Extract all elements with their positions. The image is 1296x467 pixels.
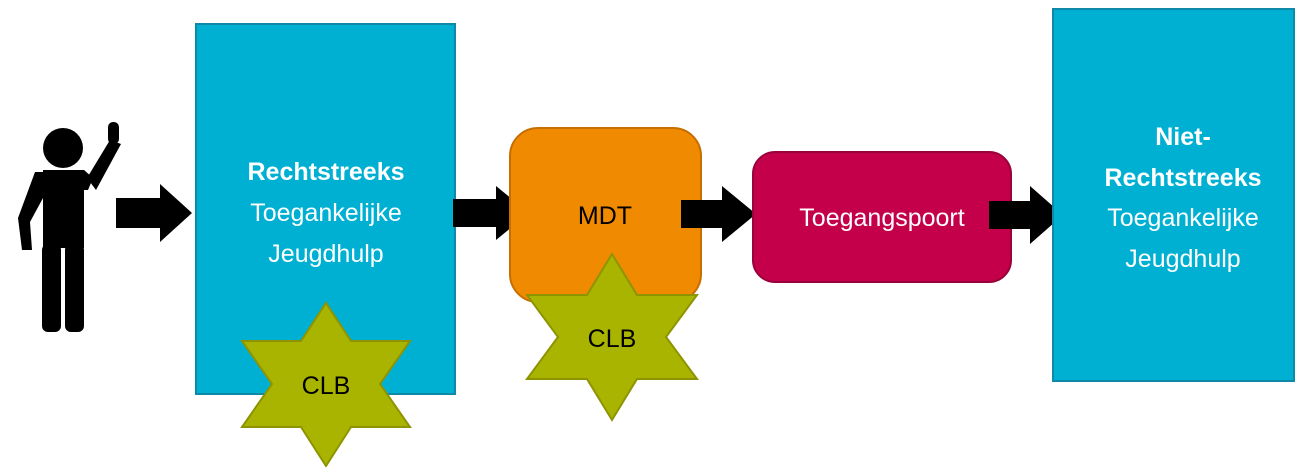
clb-star-rechtstreeks — [240, 301, 412, 467]
clb-badge-mdt: CLB — [588, 325, 637, 353]
person-raising-hand-icon — [18, 122, 121, 332]
clb-badge-rechtstreeks: CLB — [302, 372, 351, 400]
niet-toegankelijke-label: Toegankelijke — [1107, 204, 1259, 232]
toegankelijke-label: Toegankelijke — [250, 199, 402, 227]
niet-label: Niet- — [1155, 123, 1211, 151]
arrow-person-to-rechtstreeks — [116, 184, 192, 242]
rechtstreeks-label: Rechtstreeks — [247, 158, 404, 186]
mdt-label: MDT — [578, 202, 632, 230]
niet-jeugdhulp-label: Jeugdhulp — [1125, 245, 1240, 273]
arrow-toegangspoort-to-niet-rechtstreeks — [989, 186, 1063, 244]
box-niet-rechtstreeks-toegankelijke-jeugdhulp — [1052, 8, 1295, 382]
jeugdhulp-label: Jeugdhulp — [268, 240, 383, 268]
toegangspoort-label: Toegangspoort — [799, 204, 964, 232]
arrow-mdt-to-toegangspoort — [681, 186, 756, 242]
clb-star-mdt — [525, 252, 699, 422]
niet-rechtstreeks-label: Rechtstreeks — [1104, 164, 1261, 192]
